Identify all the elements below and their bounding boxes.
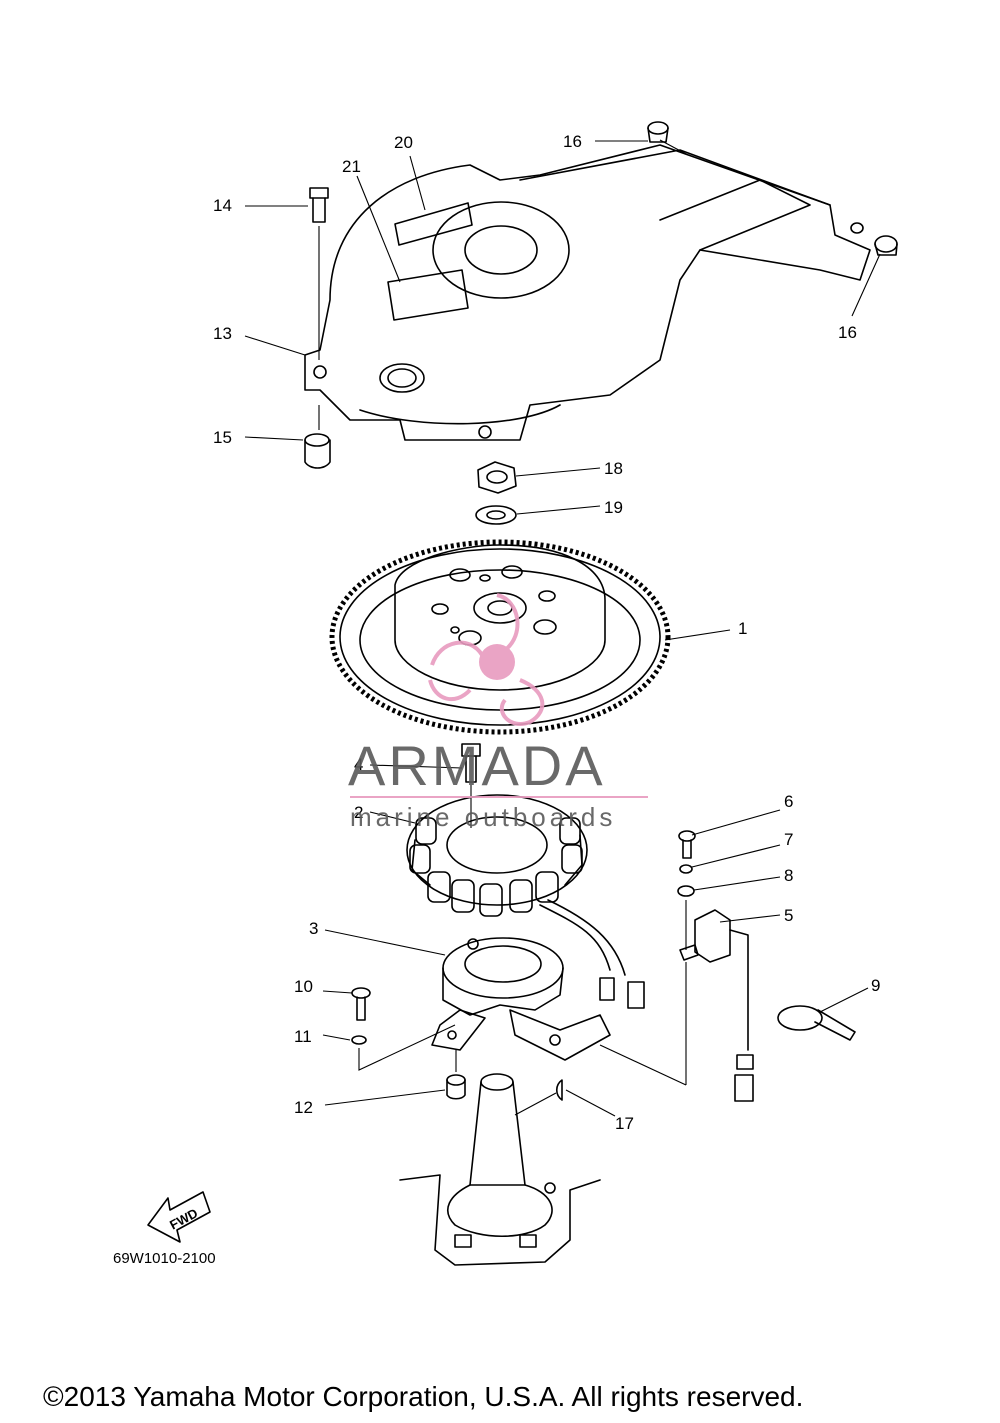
washer-8 [677,885,695,950]
pulser-coil [599,909,754,1102]
callout-20: 20 [394,133,413,152]
fwd-direction-arrow: FWD [147,1191,211,1243]
callout-3: 3 [309,919,318,938]
washer-11 [351,1024,456,1071]
callout-13: 13 [213,324,232,343]
callout-6: 6 [784,792,793,811]
callout-19: 19 [604,498,623,517]
watermark-brand: ARMADA [348,734,606,797]
flywheel [329,539,671,735]
nut-18 [477,461,517,494]
leader-lines [244,139,881,1117]
bolt-14 [309,187,329,360]
callout-12: 12 [294,1098,313,1117]
callout-5: 5 [784,906,793,925]
grommet-16-right [874,235,898,256]
cable-tie-9 [777,1005,856,1041]
watermark: ARMADA marine outboards [348,593,648,832]
callout-16-right: 16 [838,323,857,342]
callout-labels: 1 2 3 4 5 6 7 8 9 10 11 12 13 14 15 16 1… [213,132,880,1133]
washer-19 [475,505,517,525]
callout-11: 11 [294,1027,312,1046]
callout-1: 1 [738,619,747,638]
callout-10: 10 [294,977,313,996]
callout-4: 4 [354,755,363,774]
flywheel-cover [304,144,871,441]
callout-21: 21 [342,157,361,176]
callout-2: 2 [354,803,363,822]
screw-6 [678,830,696,859]
stator [406,794,645,1009]
callout-18: 18 [604,459,623,478]
woodruff-key-17 [555,1079,563,1101]
watermark-tagline: marine outboards [350,802,616,832]
callout-15: 15 [213,428,232,447]
washer-7 [679,864,693,874]
collar-12 [446,1050,466,1100]
callout-7: 7 [784,830,793,849]
callout-9: 9 [871,976,880,995]
drawing-code: 69W1010-2100 [113,1250,216,1267]
armada-propeller-logo [428,593,545,726]
stator-base [431,937,611,1061]
copyright-notice: ©2013 Yamaha Motor Corporation, U.S.A. A… [43,1381,803,1412]
callout-14: 14 [213,196,232,215]
callout-17: 17 [615,1114,634,1133]
crankshaft-block [399,1073,601,1266]
callout-8: 8 [784,866,793,885]
screw-10 [351,987,371,1021]
grommet-15 [304,405,331,469]
grommet-16-top [647,121,669,143]
callout-16-top: 16 [563,132,582,151]
